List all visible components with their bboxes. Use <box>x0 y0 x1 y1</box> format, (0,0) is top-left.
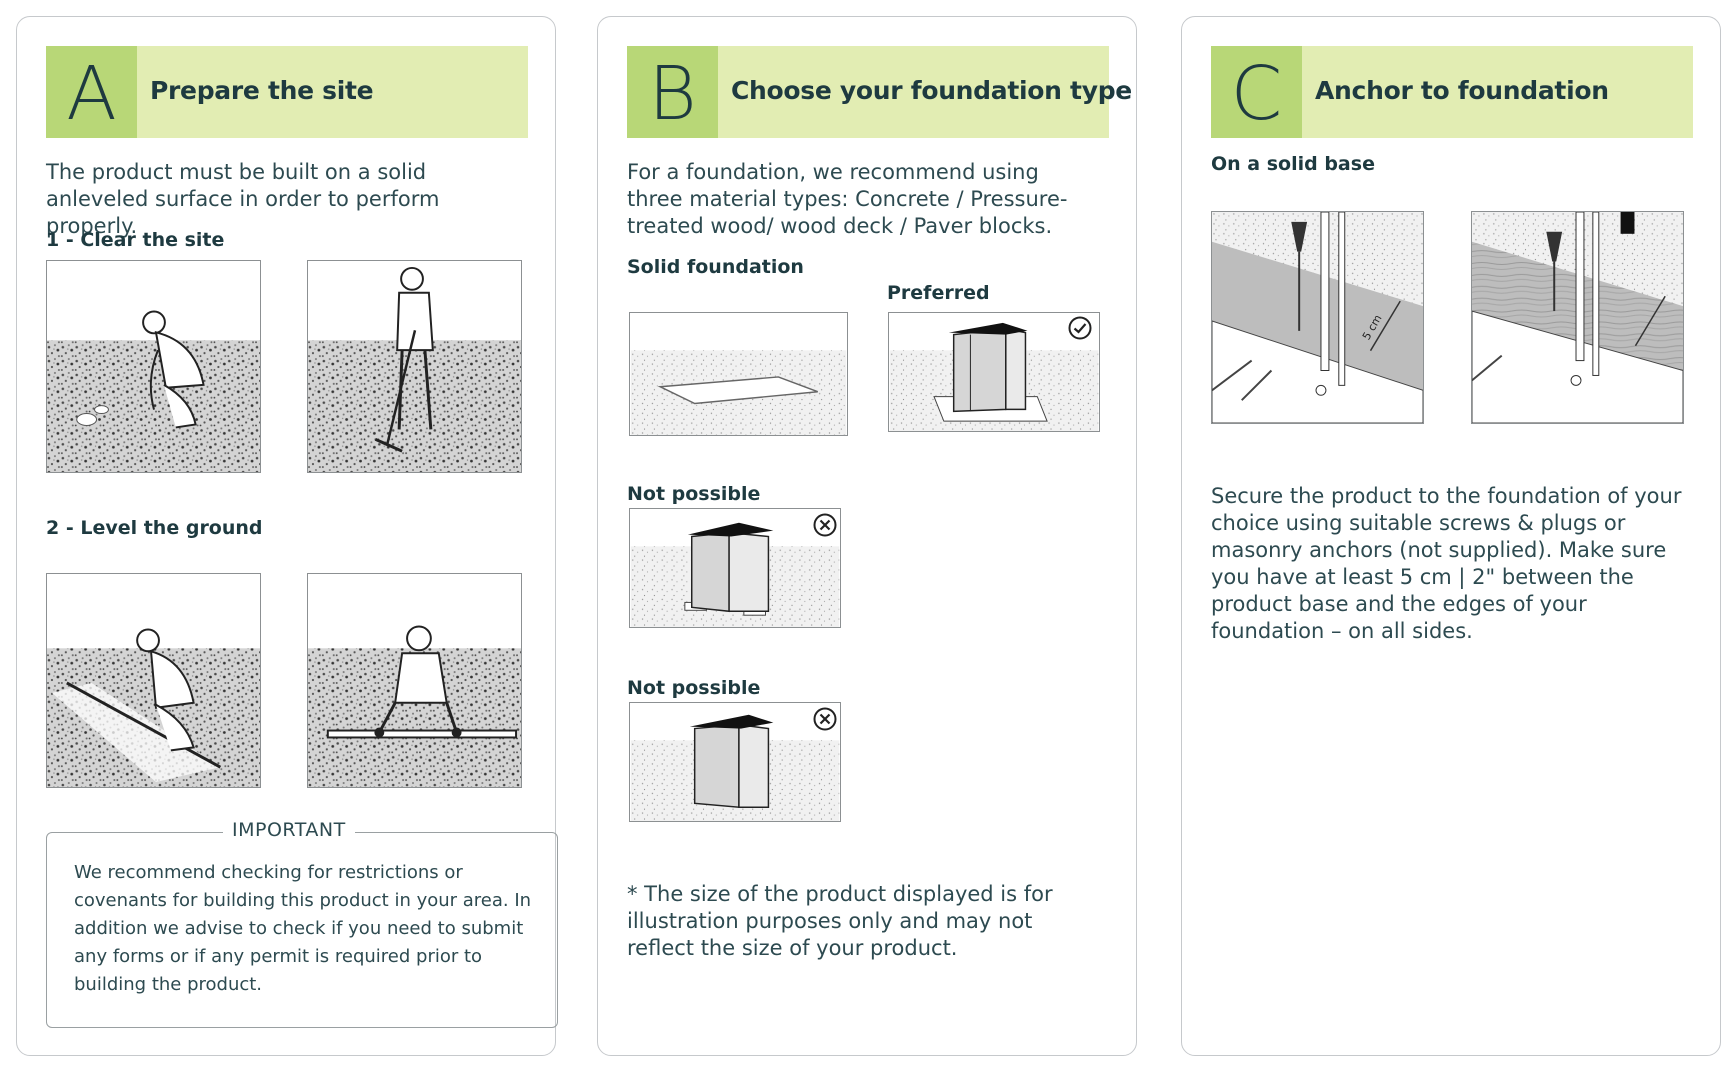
anchor-wood-illustration <box>1471 211 1684 424</box>
solid-base-label: On a solid base <box>1211 153 1375 175</box>
clear-site-picking-illustration <box>46 260 261 473</box>
person-kneeling-with-level-icon <box>308 625 521 787</box>
person-leveling-with-board-icon <box>47 628 260 787</box>
important-text: We recommend checking for restrictions o… <box>74 862 532 995</box>
not-possible-illustration-2 <box>629 702 841 822</box>
section-title: Choose your foundation type <box>731 76 1132 105</box>
concrete-slab-icon <box>630 350 847 435</box>
step-letter: C <box>1211 46 1302 138</box>
step-heading-clear: 1 - Clear the site <box>46 229 225 251</box>
footnote: * The size of the product displayed is f… <box>627 882 1053 960</box>
standing-person-raking-icon <box>308 266 521 472</box>
step-letter: B <box>627 46 718 138</box>
preferred-foundation-illustration <box>888 312 1100 432</box>
shed-on-full-base-icon <box>889 322 1099 431</box>
level-ground-illustration-1 <box>46 573 261 788</box>
step-letter: A <box>46 46 137 138</box>
check-circle-icon <box>1068 316 1092 340</box>
important-notice: IMPORTANT We recommend checking for rest… <box>46 819 558 1028</box>
not-possible-label-2: Not possible <box>627 677 761 699</box>
intro-text: For a foundation, we recommend using thr… <box>627 160 1068 238</box>
solid-foundation-label: Solid foundation <box>627 256 804 278</box>
section-title: Prepare the site <box>150 76 374 105</box>
panel-foundation-type: B Choose your foundation type For a foun… <box>597 16 1137 1056</box>
preferred-label: Preferred <box>887 282 990 304</box>
shed-on-blocks-icon <box>630 522 840 627</box>
anchor-concrete-illustration: 5 cm <box>1211 211 1424 424</box>
section-title: Anchor to foundation <box>1315 76 1609 105</box>
section-header-a: A Prepare the site <box>46 46 528 138</box>
shed-on-grass-icon <box>630 714 840 821</box>
step-heading-level: 2 - Level the ground <box>46 517 263 539</box>
crouching-person-picking-stones-icon <box>47 310 260 472</box>
drill-anchor-wood-icon <box>1472 212 1683 423</box>
intro-text: The product must be built on a solid anl… <box>46 160 440 238</box>
x-circle-icon <box>813 707 837 731</box>
level-ground-illustration-2 <box>307 573 522 788</box>
not-possible-label-1: Not possible <box>627 483 761 505</box>
concrete-slab-illustration <box>629 312 848 436</box>
x-circle-icon <box>813 513 837 537</box>
section-header-c: C Anchor to foundation <box>1211 46 1693 138</box>
not-possible-illustration-1 <box>629 508 841 628</box>
anchor-instructions: Secure the product to the foundation of … <box>1211 484 1682 643</box>
panel-prepare-site: A Prepare the site The product must be b… <box>16 16 558 1056</box>
panel-anchor-foundation: C Anchor to foundation On a solid base 5… <box>1181 16 1721 1056</box>
clear-site-raking-illustration <box>307 260 522 473</box>
important-label: IMPORTANT <box>223 819 355 841</box>
drill-anchor-concrete-icon: 5 cm <box>1212 212 1423 423</box>
section-header-b: B Choose your foundation type <box>627 46 1132 138</box>
